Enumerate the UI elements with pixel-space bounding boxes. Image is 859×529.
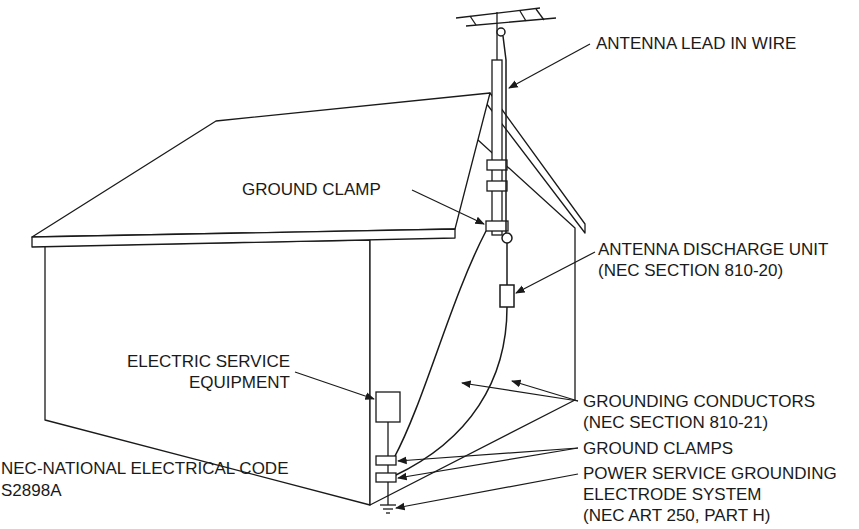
roof-fascia <box>32 229 455 247</box>
callout-label-box: ANTENNA LEAD IN WIRE <box>596 33 851 54</box>
ground-symbol <box>386 512 390 513</box>
mast-clamp <box>487 181 507 191</box>
callout-label-box: ANTENNA DISCHARGE UNIT (NEC SECTION 810-… <box>598 239 848 281</box>
callout-label-box: S2898A <box>1 480 141 501</box>
leader-line <box>462 383 578 401</box>
ground-clamp-symbol <box>486 221 508 231</box>
antenna-mast-top <box>496 12 497 60</box>
standoff-insulator <box>502 233 512 243</box>
callout-label: GROUND CLAMPS <box>583 439 733 458</box>
leader-line <box>412 190 484 224</box>
callout-label-box: ELECTRIC SERVICE EQUIPMENT <box>90 351 290 393</box>
feed-point <box>497 28 505 36</box>
leader-line <box>509 44 590 88</box>
callout-label: ELECTRIC SERVICE EQUIPMENT <box>127 352 290 392</box>
service-panel-symbol <box>376 392 400 422</box>
callout-label-box: GROUND CLAMP <box>242 179 412 200</box>
leader-line <box>295 372 374 399</box>
callout-label: ANTENNA LEAD IN WIRE <box>596 34 796 53</box>
grounding-conductor <box>394 231 486 458</box>
callout-label-box: GROUND CLAMPS <box>583 438 843 459</box>
lead-in-wire <box>503 36 506 233</box>
callout-label-box: GROUNDING CONDUCTORS (NEC SECTION 810-21… <box>583 391 833 433</box>
callout-label: POWER SERVICE GROUNDING ELECTRODE SYSTEM… <box>583 464 837 525</box>
leader-line <box>398 448 578 478</box>
ground-symbol <box>380 504 396 505</box>
antenna-element <box>470 16 476 25</box>
antenna-mast <box>492 60 502 235</box>
callout-label: NEC-NATIONAL ELECTRICAL CODE <box>1 459 288 478</box>
ground-symbol <box>383 508 393 509</box>
leader-line <box>512 381 578 401</box>
antenna-element <box>466 18 556 26</box>
roof-slope <box>32 93 490 237</box>
callout-label-box: NEC-NATIONAL ELECTRICAL CODE <box>1 458 341 479</box>
mast-clamp <box>487 160 507 170</box>
callout-label-box: POWER SERVICE GROUNDING ELECTRODE SYSTEM… <box>583 463 845 526</box>
leader-line <box>398 448 578 461</box>
grounding-conductor <box>394 307 507 476</box>
antenna-element <box>456 8 540 18</box>
callout-label: GROUND CLAMP <box>242 180 381 199</box>
ground-clamp-symbol <box>376 473 396 482</box>
discharge-unit-symbol <box>500 285 514 307</box>
leader-line <box>396 474 578 508</box>
callout-label: S2898A <box>1 481 62 500</box>
antenna-element <box>536 9 544 20</box>
lead-in-wire <box>506 243 508 285</box>
antenna-element <box>520 11 526 21</box>
wrap-spacer <box>785 484 845 505</box>
callout-label: GROUNDING CONDUCTORS (NEC SECTION 810-21… <box>583 392 815 432</box>
leader-line <box>516 252 595 293</box>
ground-clamp-symbol <box>376 456 396 465</box>
callout-label: ANTENNA DISCHARGE UNIT (NEC SECTION 810-… <box>598 240 828 280</box>
